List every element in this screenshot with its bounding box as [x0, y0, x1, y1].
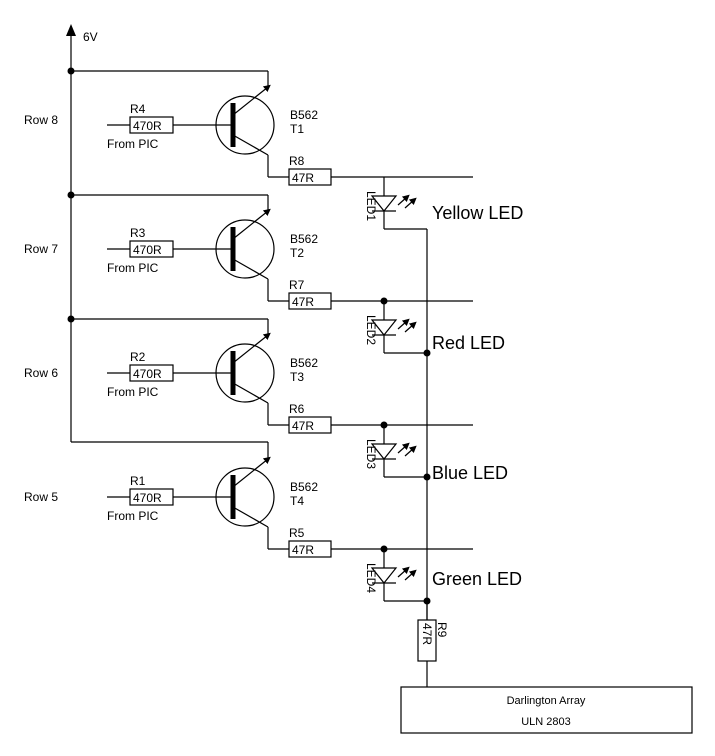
led-color-label: Green LED — [432, 569, 522, 589]
base-resistor-label: R3 — [130, 226, 146, 240]
bottom-resistor-label: R9 — [435, 622, 449, 638]
transistor-label: T2 — [290, 246, 304, 260]
base-resistor-value: 470R — [133, 367, 162, 381]
led-icon — [370, 195, 398, 212]
series-resistor-value: 47R — [292, 295, 314, 309]
led-icon — [370, 319, 398, 336]
led-color-label: Yellow LED — [432, 203, 523, 223]
pnp-transistor — [215, 467, 275, 527]
row-label: Row 5 — [24, 490, 58, 504]
darlington-array: Darlington Array ULN 2803 — [400, 686, 693, 734]
pnp-transistor — [215, 343, 275, 403]
pnp-transistor — [215, 219, 275, 279]
supply-arrow-icon — [66, 24, 76, 36]
input-source-label: From PIC — [107, 385, 159, 399]
transistor-part: B562 — [290, 480, 318, 494]
transistor-label: T3 — [290, 370, 304, 384]
row-label: Row 6 — [24, 366, 58, 380]
led-color-label: Blue LED — [432, 463, 508, 483]
led-label: LED3 — [364, 439, 378, 469]
stage-row-6: Row 6 470R R2 From PIC B562 T3 47R R6 LE… — [24, 315, 508, 483]
stage-row-8: Row 8 470R R4 From PIC B562 T1 47R R8 LE… — [24, 67, 523, 230]
stage-row-7: Row 7 470R R3 From PIC B562 T2 47R R7 LE… — [24, 191, 505, 357]
transistor-part: B562 — [290, 108, 318, 122]
led-icon — [370, 567, 398, 584]
transistor-label: T4 — [290, 494, 304, 508]
supply-rail: 6V — [66, 24, 98, 442]
series-resistor-value: 47R — [292, 419, 314, 433]
input-source-label: From PIC — [107, 509, 159, 523]
led-label: LED1 — [364, 191, 378, 221]
transistor-part: B562 — [290, 232, 318, 246]
series-resistor-label: R6 — [289, 402, 305, 416]
series-resistor-label: R7 — [289, 278, 305, 292]
light-emission-icon — [397, 318, 410, 330]
led-color-label: Red LED — [432, 333, 505, 353]
input-source-label: From PIC — [107, 137, 159, 151]
series-resistor-value: 47R — [292, 543, 314, 557]
driver-name: Darlington Array — [507, 695, 586, 707]
pnp-transistor — [215, 95, 275, 155]
light-emission-icon — [397, 442, 410, 454]
series-resistor-label: R5 — [289, 526, 305, 540]
bottom-resistor-value: 47R — [420, 623, 434, 645]
base-resistor-value: 470R — [133, 243, 162, 257]
bottom-resistor: R9 47R — [417, 601, 449, 687]
base-resistor-label: R1 — [130, 474, 146, 488]
light-emission-icon — [397, 566, 410, 578]
led-label: LED2 — [364, 315, 378, 345]
input-source-label: From PIC — [107, 261, 159, 275]
led-label: LED4 — [364, 563, 378, 593]
supply-label: 6V — [83, 30, 98, 44]
series-resistor-label: R8 — [289, 154, 305, 168]
transistor-part: B562 — [290, 356, 318, 370]
base-resistor-value: 470R — [133, 119, 162, 133]
transistor-label: T1 — [290, 122, 304, 136]
series-resistor-value: 47R — [292, 171, 314, 185]
base-resistor-label: R4 — [130, 102, 146, 116]
driver-part: ULN 2803 — [521, 716, 571, 728]
stage-row-5: Row 5 470R R1 From PIC B562 T4 47R R5 LE… — [24, 441, 522, 605]
base-resistor-label: R2 — [130, 350, 146, 364]
light-emission-icon — [397, 194, 410, 206]
row-label: Row 8 — [24, 113, 58, 127]
led-icon — [370, 443, 398, 460]
base-resistor-value: 470R — [133, 491, 162, 505]
row-label: Row 7 — [24, 242, 58, 256]
